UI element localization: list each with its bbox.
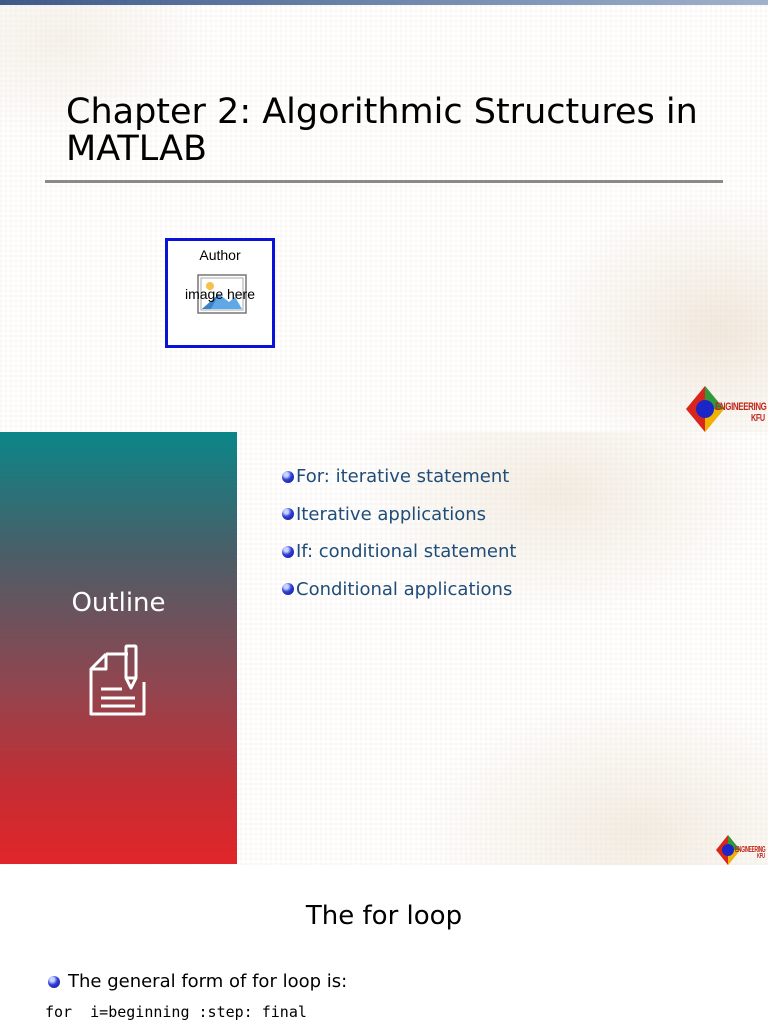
bullet-icon xyxy=(282,470,294,483)
outline-bullet-list: For: iterative statement Iterative appli… xyxy=(282,458,516,608)
slide-title: The for loop xyxy=(305,901,463,931)
outline-item-text: For: iterative statement xyxy=(296,466,510,488)
outline-slide: Outline For: iterative statement Iterati… xyxy=(0,432,768,865)
outline-item-text: Iterative applications xyxy=(296,503,487,525)
engineering-kfu-logo: ENGINEERING KFU xyxy=(686,386,768,432)
bullet-icon xyxy=(282,508,294,521)
bullet-icon xyxy=(48,975,60,988)
outline-side-panel: Outline xyxy=(0,432,237,864)
outline-item-text: If: conditional statement xyxy=(296,541,517,563)
document-edit-icon xyxy=(89,644,146,716)
logo-line1: ENGINEERING xyxy=(735,845,766,854)
code-snippet: for i=beginning :step: final xyxy=(45,1003,307,1021)
title-slide: Chapter 2: Algorithmic Structures in MAT… xyxy=(0,0,768,432)
outline-item: Conditional applications xyxy=(282,571,516,609)
logo-emblem-icon xyxy=(716,835,740,865)
logo-line1: ENGINEERING xyxy=(715,401,767,413)
outline-item: For: iterative statement xyxy=(282,458,516,496)
outline-item-text: Conditional applications xyxy=(296,578,513,600)
top-accent-strip xyxy=(0,0,768,5)
author-label: Author xyxy=(199,247,241,263)
slide-title: Chapter 2: Algorithmic Structures in MAT… xyxy=(66,92,698,169)
bullet-icon xyxy=(282,583,294,596)
outline-item: Iterative applications xyxy=(282,496,516,534)
engineering-kfu-logo: ENGINEERING KFU xyxy=(716,835,768,865)
bullet-item: The general form of for loop is: xyxy=(48,971,347,992)
image-here-label: image here xyxy=(184,286,256,302)
logo-line2: KFU xyxy=(757,853,765,860)
title-divider xyxy=(45,180,723,183)
bullet-icon xyxy=(282,545,294,558)
slide-background-texture xyxy=(0,0,768,432)
author-image-placeholder[interactable]: Author image here xyxy=(165,238,275,348)
for-loop-slide: The for loop The general form of for loo… xyxy=(0,865,768,1024)
picture-icon xyxy=(197,274,247,314)
outline-item: If: conditional statement xyxy=(282,533,516,571)
bullet-text: The general form of for loop is: xyxy=(68,971,348,992)
outline-title: Outline xyxy=(71,588,166,618)
logo-line2: KFU xyxy=(751,413,765,424)
logo-emblem-icon xyxy=(686,386,724,432)
